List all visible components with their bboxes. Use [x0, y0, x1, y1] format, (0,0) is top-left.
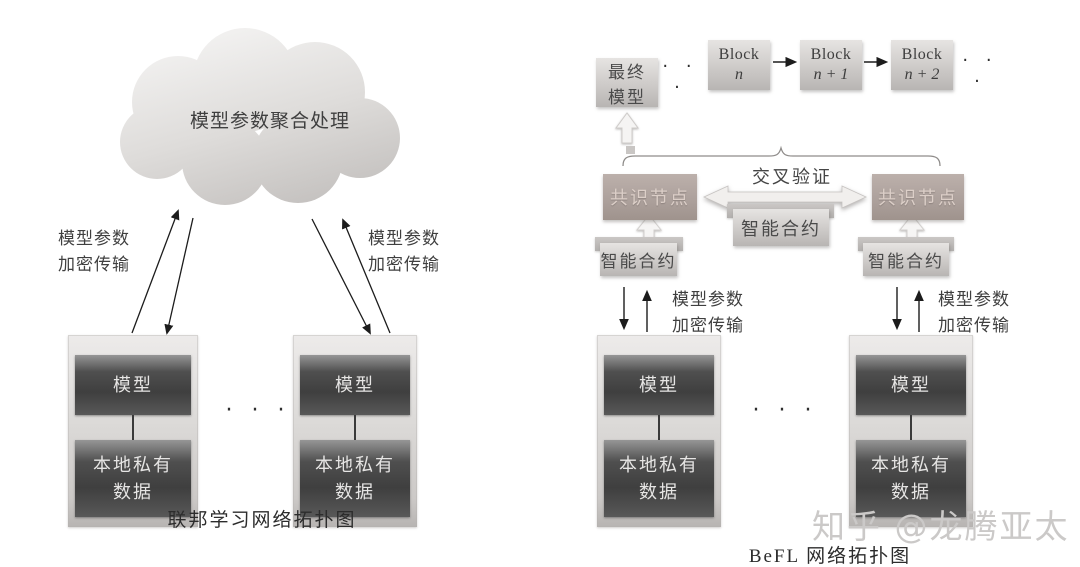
- param-label-line2: 加密传输: [368, 254, 440, 274]
- smart-contract-box-right: 智能合约: [863, 243, 949, 276]
- param-label-line1: 模型参数: [368, 229, 440, 248]
- final-model-box: 最终 模型: [596, 58, 658, 107]
- param-label-line2: 加密传输: [672, 315, 744, 335]
- final-model-line1: 最终: [608, 62, 646, 82]
- cloud-edge-arrows: [131, 209, 391, 335]
- block-title: Block: [810, 46, 852, 64]
- model-label: 模型: [335, 374, 375, 395]
- local-data-line1: 本地私有: [871, 455, 951, 476]
- final-model-arrow-echo: [626, 146, 635, 154]
- node-connector: [658, 415, 660, 440]
- param-label-line1: 模型参数: [938, 290, 1010, 309]
- local-data-line2: 数据: [335, 481, 375, 502]
- node-connector: [354, 415, 356, 440]
- local-data-line1: 本地私有: [93, 455, 173, 476]
- local-data-line1: 本地私有: [315, 455, 395, 476]
- final-model-up-arrow: [615, 112, 639, 144]
- block-title: Block: [718, 46, 760, 64]
- ellipsis-befl-diagram: · · ·: [752, 398, 818, 423]
- param-label-line1: 模型参数: [672, 290, 744, 309]
- model-box: 模型: [300, 355, 410, 415]
- param-label-line2: 加密传输: [58, 254, 130, 274]
- cloud-shape: [120, 28, 400, 205]
- client-node: 模型 本地私有 数据: [68, 335, 198, 527]
- model-label: 模型: [639, 374, 679, 395]
- local-data-line2: 数据: [639, 481, 679, 502]
- right-diagram-caption: BeFL 网络拓扑图: [748, 546, 912, 567]
- client-node: 模型 本地私有 数据: [849, 335, 973, 527]
- cross-validation-brace: [622, 145, 941, 167]
- model-box: 模型: [856, 355, 966, 415]
- block-n1-box: Block n + 1: [800, 40, 862, 90]
- smart-contract-label: 智能合约: [741, 218, 821, 239]
- param-label-befl-right: 模型参数 加密传输: [938, 287, 1028, 338]
- smart-contract-box-middle: 智能合约: [733, 209, 829, 246]
- ellipsis-left-diagram: · · ·: [225, 398, 291, 423]
- block-index: n + 1: [813, 66, 849, 84]
- consensus-node-label: 共识节点: [878, 188, 958, 208]
- smart-contract-label: 智能合约: [868, 252, 944, 271]
- block-index: n + 2: [904, 66, 940, 84]
- model-label: 模型: [113, 374, 153, 395]
- client-node: 模型 本地私有 数据: [597, 335, 721, 527]
- consensus-node-label: 共识节点: [610, 188, 690, 208]
- param-label-right: 模型参数 加密传输: [368, 226, 458, 277]
- node-connector: [910, 415, 912, 440]
- model-box: 模型: [75, 355, 191, 415]
- local-data-box: 本地私有 数据: [604, 440, 714, 517]
- param-label-line1: 模型参数: [58, 229, 130, 248]
- local-data-line1: 本地私有: [619, 455, 699, 476]
- model-label: 模型: [891, 374, 931, 395]
- local-data-box: 本地私有 数据: [75, 440, 191, 517]
- node-connector: [132, 415, 134, 440]
- local-data-box: 本地私有 数据: [856, 440, 966, 517]
- block-n-box: Block n: [708, 40, 770, 90]
- client-node: 模型 本地私有 数据: [293, 335, 417, 527]
- param-label-line2: 加密传输: [938, 315, 1010, 335]
- ellipsis-chain-right: · · ·: [962, 50, 998, 92]
- consensus-node-box-left: 共识节点: [603, 174, 697, 220]
- param-label-left: 模型参数 加密传输: [58, 226, 148, 277]
- cloud-label: 模型参数聚合处理: [189, 111, 350, 132]
- smart-contract-box-left: 智能合约: [600, 243, 677, 276]
- left-diagram-caption: 联邦学习网络拓扑图: [167, 510, 357, 531]
- ellipsis-chain-left: · · ·: [662, 56, 698, 98]
- zhihu-watermark: 知乎 @龙腾亚太: [812, 507, 1070, 546]
- local-data-box: 本地私有 数据: [300, 440, 410, 517]
- param-label-befl-left: 模型参数 加密传输: [672, 287, 762, 338]
- model-box: 模型: [604, 355, 714, 415]
- block-n2-box: Block n + 2: [891, 40, 953, 90]
- local-data-line2: 数据: [113, 481, 153, 502]
- cross-validation-label: 交叉验证: [752, 167, 832, 187]
- block-title: Block: [901, 46, 943, 64]
- panel-node-arrows: [619, 287, 924, 332]
- local-data-line2: 数据: [891, 481, 931, 502]
- consensus-node-box-right: 共识节点: [872, 174, 964, 220]
- final-model-line2: 模型: [608, 87, 646, 107]
- block-index: n: [735, 66, 743, 84]
- smart-contract-label: 智能合约: [600, 252, 677, 271]
